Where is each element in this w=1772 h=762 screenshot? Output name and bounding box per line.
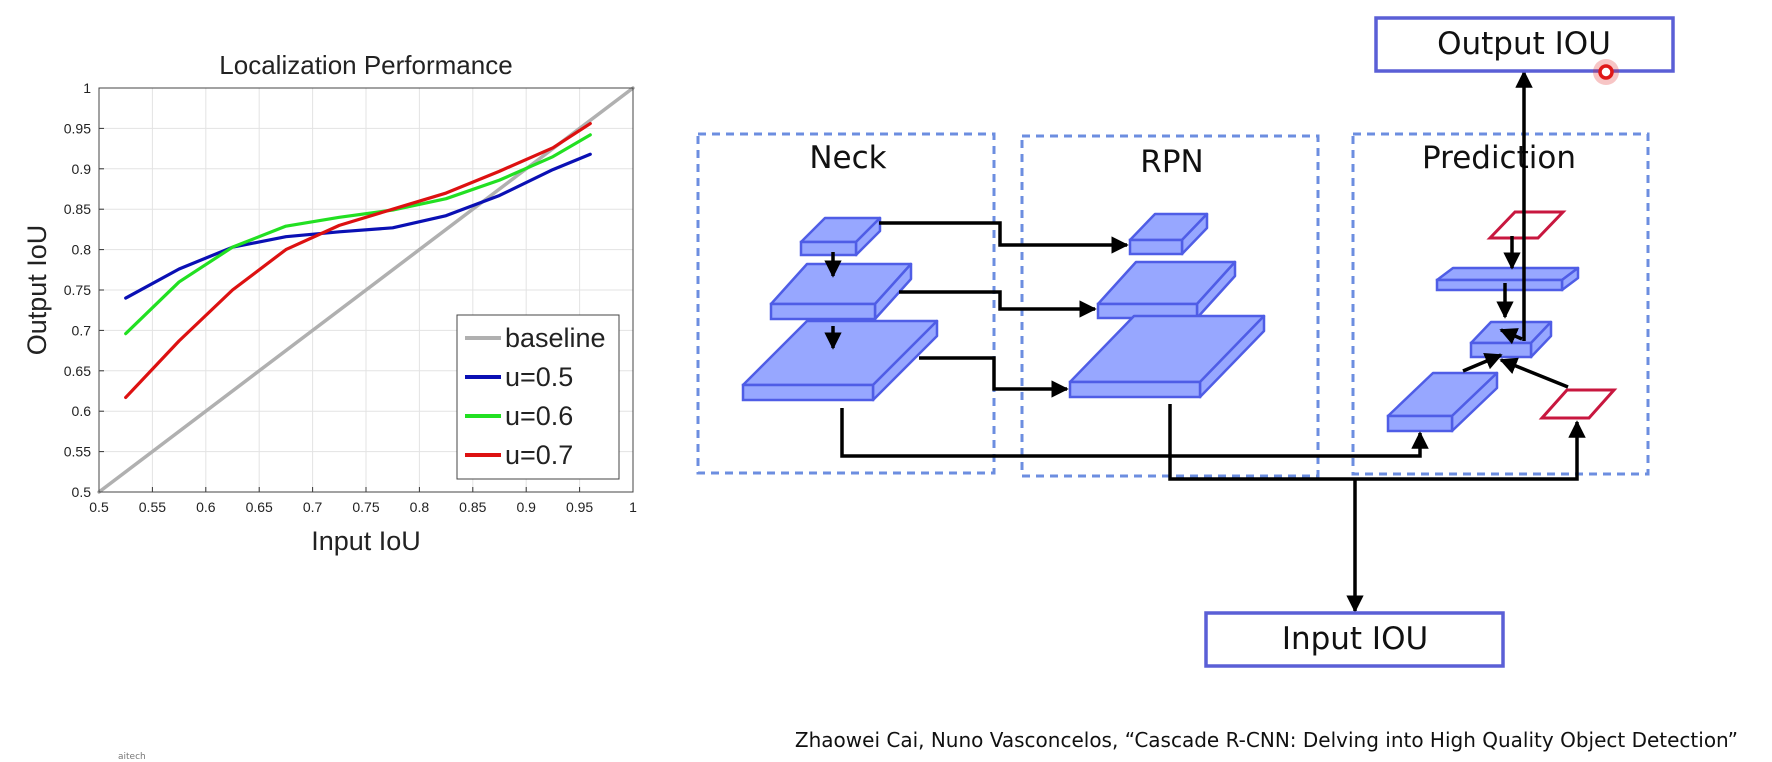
- neck-block-large: [741, 319, 939, 402]
- roi-output-shape: [1486, 210, 1567, 240]
- slab-front: [1386, 414, 1454, 433]
- y-tick-label: 0.95: [64, 120, 91, 136]
- group-box-neck: [696, 132, 996, 475]
- slab-top: [1435, 266, 1580, 282]
- y-tick-label: 0.8: [72, 242, 92, 258]
- y-tick-label: 0.7: [72, 322, 92, 338]
- input-iou-label: Input IOU: [1282, 621, 1428, 657]
- slab-front: [1469, 341, 1533, 359]
- slab-front: [1128, 238, 1184, 256]
- connector-arrow: [1168, 404, 1586, 481]
- slab-front: [1435, 278, 1564, 292]
- y-tick-label: 0.75: [64, 282, 91, 298]
- connector-arrow: [899, 290, 1097, 318]
- group-label-neck: Neck: [809, 140, 886, 176]
- neck-block-medium: [769, 262, 913, 321]
- y-tick-label: 1: [83, 80, 91, 96]
- series-line-baseline: [97, 86, 635, 494]
- x-tick-label: 0.5: [89, 499, 109, 515]
- x-tick-label: 1: [629, 499, 637, 515]
- connector-arrow: [1499, 328, 1523, 345]
- logo-text: aitech: [118, 752, 146, 762]
- legend-box: [456, 314, 620, 480]
- x-tick-label: 0.65: [246, 499, 273, 515]
- prediction-feature-block: [1386, 371, 1499, 433]
- legend-label-u=0.5: u=0.5: [505, 362, 573, 392]
- y-tick-label: 0.5: [72, 484, 92, 500]
- legend-label-u=0.7: u=0.7: [505, 440, 573, 470]
- series-line-u=0.6: [124, 133, 592, 336]
- connector-arrow: [840, 408, 1429, 458]
- x-tick-label: 0.7: [303, 499, 323, 515]
- series-line-u=0.7: [124, 121, 592, 400]
- legend-label-u=0.6: u=0.6: [505, 401, 573, 431]
- x-tick-label: 0.9: [516, 499, 536, 515]
- localization-performance-chart: 0.5 0.55 0.6 0.65 0.7 0.75 0.8 0.85 0.9 0.95 1 0.5 0…: [22, 50, 637, 556]
- group-label-prediction: Prediction: [1422, 140, 1576, 176]
- prediction-fc-bar: [1435, 266, 1580, 292]
- x-axis-label: Input IoU: [311, 526, 421, 556]
- y-tick-label: 0.6: [72, 403, 92, 419]
- x-tick-label: 0.55: [139, 499, 166, 515]
- rpn-block-small: [1128, 212, 1209, 256]
- roi-input-shape: [1538, 388, 1618, 420]
- chart-title: Localization Performance: [219, 50, 512, 80]
- connector-arrow: [1499, 357, 1569, 389]
- pointer-dot-icon: [1598, 64, 1614, 80]
- connector-arrow: [1462, 353, 1503, 373]
- y-tick-label: 0.65: [64, 363, 91, 379]
- slab-front: [799, 240, 858, 257]
- input-iou-box: [1204, 611, 1505, 668]
- x-tick-label: 0.75: [352, 499, 379, 515]
- group-label-rpn: RPN: [1140, 144, 1203, 180]
- neck-block-small: [799, 216, 882, 257]
- slab-front: [741, 383, 875, 402]
- output-iou-box: [1374, 16, 1675, 73]
- rpn-block-large: [1068, 314, 1266, 399]
- slab-front: [769, 302, 877, 321]
- x-tick-label: 0.85: [459, 499, 486, 515]
- x-tick-label: 0.8: [410, 499, 430, 515]
- prediction-small-block: [1469, 320, 1553, 359]
- connector-arrow: [919, 356, 1069, 398]
- citation-text: Zhaowei Cai, Nuno Vasconcelos, “Cascade …: [794, 728, 1738, 752]
- slab-front: [1068, 380, 1202, 399]
- group-box-prediction: [1351, 132, 1650, 476]
- y-tick-label: 0.85: [64, 201, 91, 217]
- axes-frame: [98, 87, 634, 493]
- y-tick-label: 0.55: [64, 444, 91, 460]
- series-line-u=0.5: [124, 152, 592, 300]
- x-tick-label: 0.95: [566, 499, 593, 515]
- y-axis-label: Output IoU: [22, 225, 52, 356]
- connector-arrow: [879, 221, 1129, 254]
- output-iou-label: Output IOU: [1437, 26, 1611, 62]
- legend-label-baseline: baseline: [505, 323, 606, 353]
- y-tick-label: 0.9: [72, 161, 92, 177]
- rpn-block-medium: [1096, 260, 1237, 320]
- x-tick-label: 0.6: [196, 499, 216, 515]
